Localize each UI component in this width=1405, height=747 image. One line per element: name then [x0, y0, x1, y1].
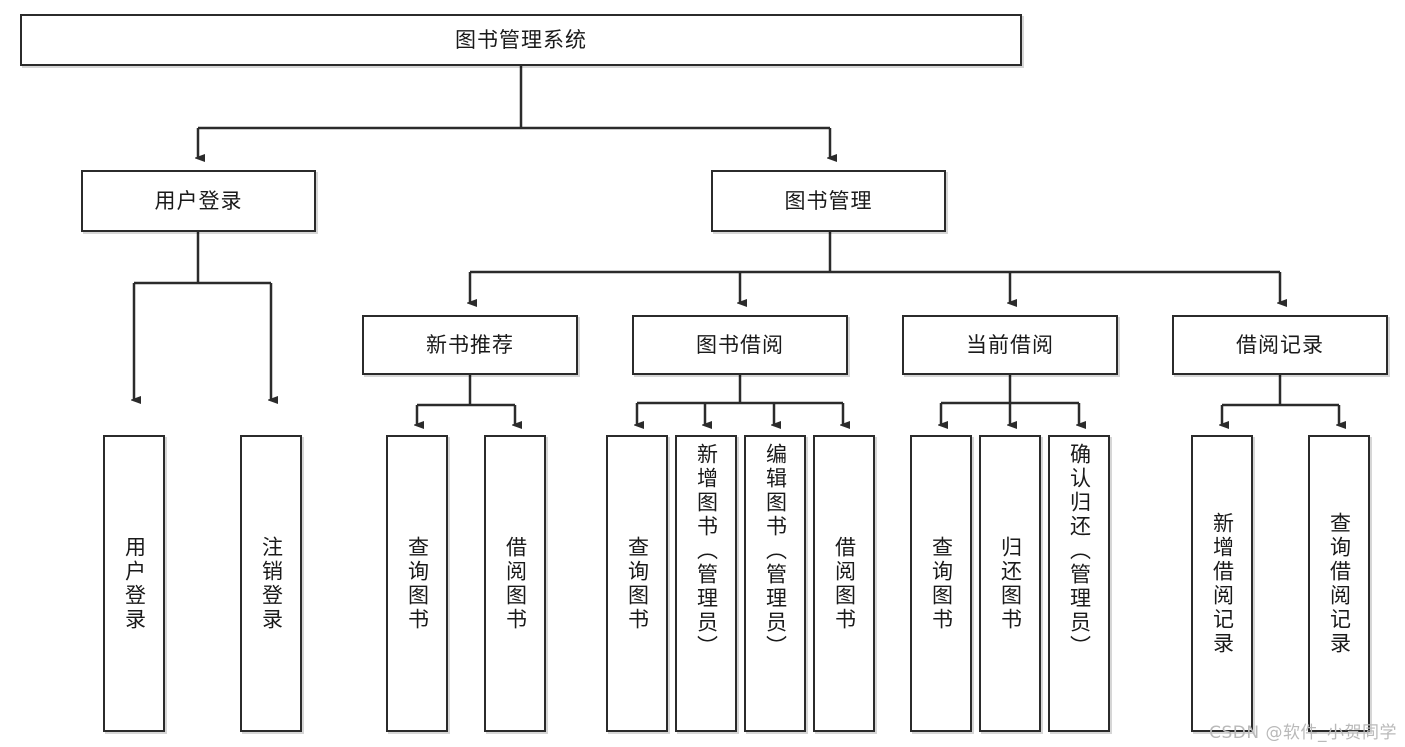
- leaf-logout-login-label: 注销登录: [259, 535, 284, 632]
- leaf-borrow-book-2[interactable]: 借阅图书: [813, 435, 875, 732]
- leaf-query-book-2[interactable]: 查询图书: [606, 435, 668, 732]
- leaf-user-login-label: 用户登录: [122, 535, 147, 632]
- leaf-user-login[interactable]: 用户登录: [103, 435, 165, 732]
- leaf-add-book-label: 新增图书（管理员）: [694, 443, 719, 659]
- csdn-watermark: CSDN @软件_小贺同学: [1209, 723, 1397, 743]
- node-user-login[interactable]: 用户登录: [81, 170, 316, 232]
- leaf-edit-book-label: 编辑图书（管理员）: [763, 443, 788, 659]
- node-borrow-record-label: 借阅记录: [1236, 332, 1324, 357]
- leaf-edit-book[interactable]: 编辑图书（管理员）: [744, 435, 806, 732]
- leaf-return-book[interactable]: 归还图书: [979, 435, 1041, 732]
- leaf-query-book-2-label: 查询图书: [625, 535, 650, 632]
- node-current-borrow-label: 当前借阅: [966, 332, 1054, 357]
- leaf-confirm-return-label: 确认归还（管理员）: [1067, 443, 1092, 659]
- leaf-logout-login[interactable]: 注销登录: [240, 435, 302, 732]
- leaf-query-record-label: 查询借阅记录: [1327, 511, 1352, 656]
- node-root-label: 图书管理系统: [455, 27, 587, 52]
- leaf-query-book-1-label: 查询图书: [405, 535, 430, 632]
- node-borrow-record[interactable]: 借阅记录: [1172, 315, 1388, 375]
- node-book-borrow-label: 图书借阅: [696, 332, 784, 357]
- node-root[interactable]: 图书管理系统: [20, 14, 1022, 66]
- leaf-borrow-book-1[interactable]: 借阅图书: [484, 435, 546, 732]
- leaf-confirm-return[interactable]: 确认归还（管理员）: [1048, 435, 1110, 732]
- node-new-book-recommend[interactable]: 新书推荐: [362, 315, 578, 375]
- leaf-add-record[interactable]: 新增借阅记录: [1191, 435, 1253, 732]
- leaf-return-book-label: 归还图书: [998, 535, 1023, 632]
- node-user-login-label: 用户登录: [154, 188, 243, 213]
- node-book-manage-label: 图书管理: [784, 188, 873, 213]
- leaf-query-book-3[interactable]: 查询图书: [910, 435, 972, 732]
- node-current-borrow[interactable]: 当前借阅: [902, 315, 1118, 375]
- leaf-borrow-book-1-label: 借阅图书: [503, 535, 528, 632]
- node-book-manage[interactable]: 图书管理: [711, 170, 946, 232]
- leaf-query-record[interactable]: 查询借阅记录: [1308, 435, 1370, 732]
- leaf-add-book[interactable]: 新增图书（管理员）: [675, 435, 737, 732]
- leaf-borrow-book-2-label: 借阅图书: [832, 535, 857, 632]
- leaf-add-record-label: 新增借阅记录: [1210, 511, 1235, 656]
- node-new-book-recommend-label: 新书推荐: [426, 332, 514, 357]
- node-book-borrow[interactable]: 图书借阅: [632, 315, 848, 375]
- leaf-query-book-3-label: 查询图书: [929, 535, 954, 632]
- leaf-query-book-1[interactable]: 查询图书: [386, 435, 448, 732]
